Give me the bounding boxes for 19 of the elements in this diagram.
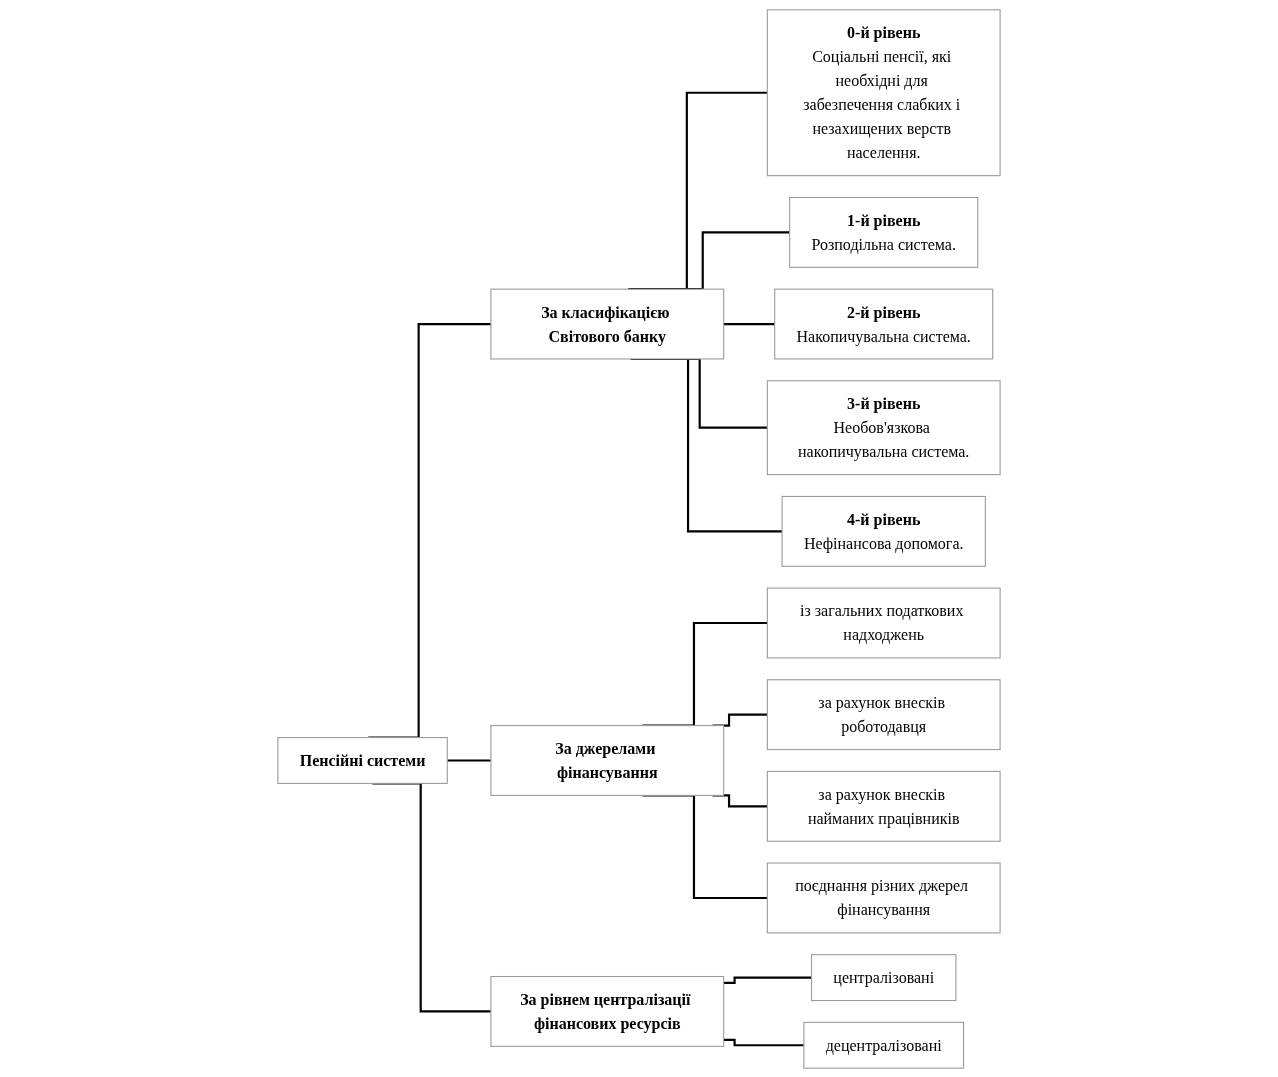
connector (447, 758, 491, 762)
node-box: за рахунок внесків роботодавця (766, 678, 1001, 750)
connector (723, 322, 775, 325)
node-box: За класифікацією Світового банку (490, 288, 725, 359)
node-box: децентралізовані (803, 1021, 965, 1069)
connector (723, 1038, 804, 1046)
node-box: за рахунок внесків найманих працівників (766, 770, 1001, 842)
node-box: 4-й рівень Нефінансова допомога. (781, 495, 986, 567)
node-box: 0-й рівень Соціальні пенсії, які необхідні для забезпечення слабких і незахищених верств населення. (766, 8, 1001, 176)
node-box: поєднання різних джерел фінансування (766, 862, 1001, 933)
node-box: За джерелами фінансування (490, 724, 725, 796)
node-box: 1-й рівень Розподільна система. (789, 196, 979, 268)
node-box: 3-й рівень Необов'язкова накопичувальна система. (766, 379, 1001, 475)
node-box: За рівнем централізації фінансових ресурсів (490, 975, 725, 1047)
node-box: із загальних податкових надходжень (766, 587, 1001, 658)
node-box: 2-й рівень Накопичувальна система. (774, 288, 994, 359)
node-box: Пенсійні системи (277, 736, 448, 784)
node-box: централізовані (810, 953, 957, 1001)
connector (723, 976, 812, 984)
